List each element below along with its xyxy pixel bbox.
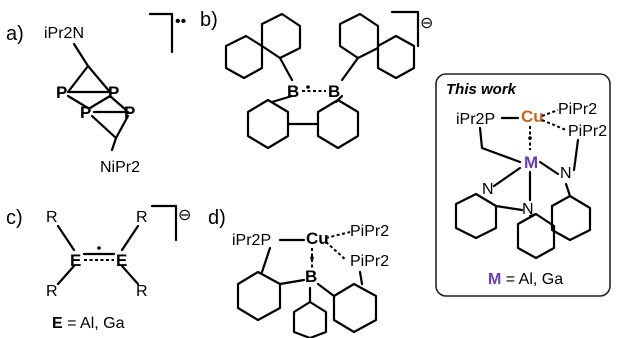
this-work-metal-cu: Cu bbox=[521, 107, 544, 126]
panel-c-r-top-left: R bbox=[46, 209, 58, 226]
panel-b-bracket bbox=[390, 10, 420, 48]
panel-b-label: b) bbox=[200, 9, 218, 31]
panel-a-label: a) bbox=[6, 23, 24, 45]
panel-b-radical-dot bbox=[306, 85, 310, 89]
panel-c-legend-text: = Al, Ga bbox=[63, 315, 125, 332]
panel-a: a) iPr2N NiPr2 P P P P •• bbox=[6, 12, 186, 176]
panel-d-right-group-mid: PiPr2 bbox=[350, 253, 389, 270]
panel-a-charge: •• bbox=[175, 13, 186, 30]
panel-b-charge: ⊖ bbox=[420, 15, 433, 32]
panel-c-e-atom-right: E bbox=[116, 251, 127, 270]
this-work-right-group-top: PiPr2 bbox=[558, 101, 597, 118]
panel-c-label: c) bbox=[6, 207, 23, 229]
panel-c-r-bonds bbox=[56, 224, 140, 286]
panel-a-p-atom-2: P bbox=[108, 83, 119, 102]
panel-c-r-bottom-left: R bbox=[46, 283, 58, 300]
this-work-left-group: iPr2P bbox=[456, 111, 495, 128]
panel-c-charge: ⊖ bbox=[178, 207, 191, 224]
this-work-metal-m: M bbox=[524, 153, 538, 172]
this-work-n-right: N bbox=[560, 165, 572, 182]
this-work-panel: This work iPr2P Cu PiPr2 PiPr2 M N N N M… bbox=[435, 73, 611, 297]
panel-a-substituent-bottom: NiPr2 bbox=[100, 159, 140, 176]
panel-c: c) R R R R E E ⊖ E = Al, Ga bbox=[6, 204, 191, 332]
panel-b-aryl-rings bbox=[224, 12, 416, 150]
panel-d-left-group: iPr2P bbox=[232, 232, 271, 249]
panel-a-p-atom-3: P bbox=[80, 103, 91, 122]
panel-d-bonds bbox=[236, 231, 378, 338]
panel-c-e-atom-left: E bbox=[70, 251, 81, 270]
this-work-n-left: N bbox=[482, 181, 494, 198]
this-work-right-group-mid: PiPr2 bbox=[568, 123, 607, 140]
panel-d: d) iPr2P Cu PiPr2 PiPr2 B bbox=[208, 207, 389, 338]
panel-d-metal: Cu bbox=[306, 229, 329, 248]
panel-a-p-atom-4: P bbox=[124, 103, 135, 122]
panel-d-right-group-top: PiPr2 bbox=[350, 223, 389, 240]
panel-b: b) B B ⊖ bbox=[200, 9, 433, 150]
panel-d-label: d) bbox=[208, 207, 226, 229]
panel-a-p-atom-1: P bbox=[56, 83, 67, 102]
this-work-title: This work bbox=[446, 81, 517, 98]
panel-a-substituent-top: iPr2N bbox=[44, 25, 84, 42]
this-work-legend-text: = Al, Ga bbox=[501, 271, 563, 288]
this-work-bonds bbox=[454, 109, 592, 260]
panel-b-b-atom-left: B bbox=[287, 82, 299, 101]
panel-c-r-bottom-right: R bbox=[136, 283, 148, 300]
panel-c-legend-symbol: E bbox=[52, 315, 63, 332]
panel-a-bracket bbox=[148, 12, 174, 54]
panel-c-bracket bbox=[150, 204, 178, 242]
panel-c-legend: E = Al, Ga bbox=[52, 315, 125, 332]
panel-d-center-atom: B bbox=[305, 267, 317, 286]
this-work-n-bottom: N bbox=[522, 201, 534, 218]
panel-b-b-atom-right: B bbox=[328, 82, 340, 101]
panel-c-radical-dot bbox=[97, 246, 101, 250]
panel-a-cage-bonds bbox=[66, 42, 130, 152]
panel-c-r-top-right: R bbox=[136, 209, 148, 226]
this-work-legend: M = Al, Ga bbox=[488, 271, 563, 288]
this-work-legend-symbol: M bbox=[488, 271, 501, 288]
